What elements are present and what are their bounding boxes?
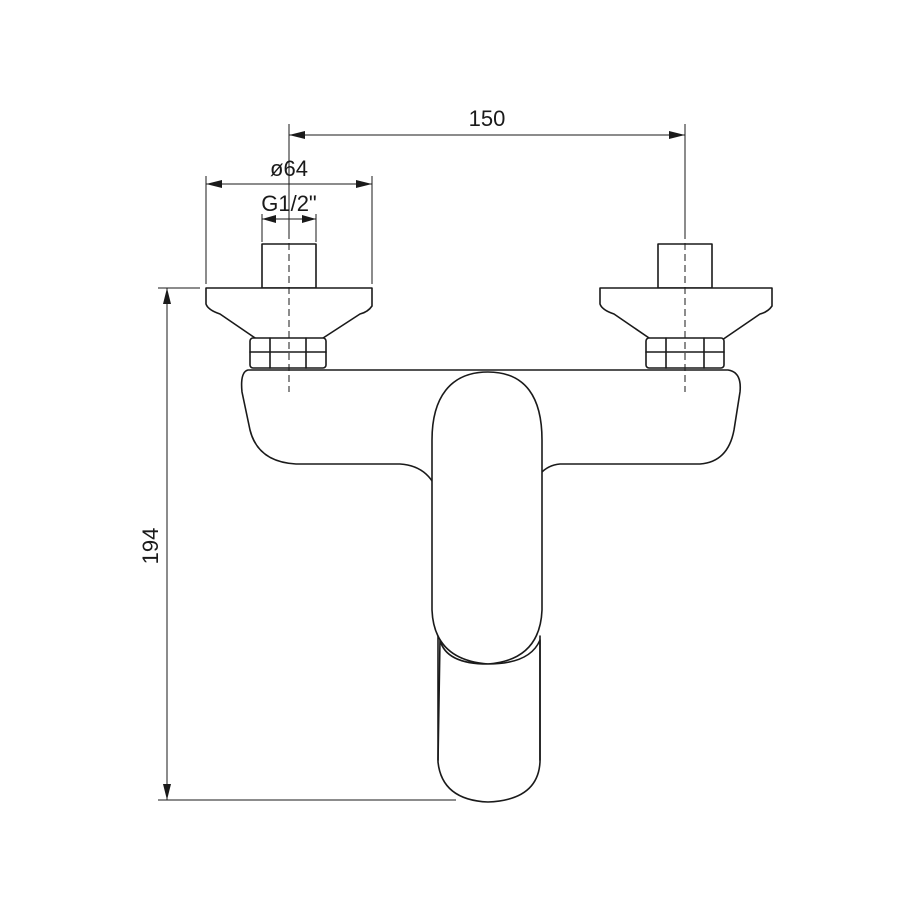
dimension-flange-diameter: ø64 — [205, 156, 373, 284]
center-lines — [288, 232, 686, 392]
lever-handle — [431, 371, 543, 803]
right-connection — [599, 243, 773, 369]
dimension-thread-size: G1/2" — [261, 191, 317, 242]
flange-diameter-label: ø64 — [270, 156, 308, 181]
center-distance-label: 150 — [469, 106, 506, 131]
height-label: 194 — [138, 528, 163, 565]
dimension-height: 194 — [138, 287, 456, 801]
dimension-center-distance: 150 — [288, 106, 686, 236]
thread-size-label: G1/2" — [261, 191, 317, 216]
left-connection — [205, 243, 373, 369]
